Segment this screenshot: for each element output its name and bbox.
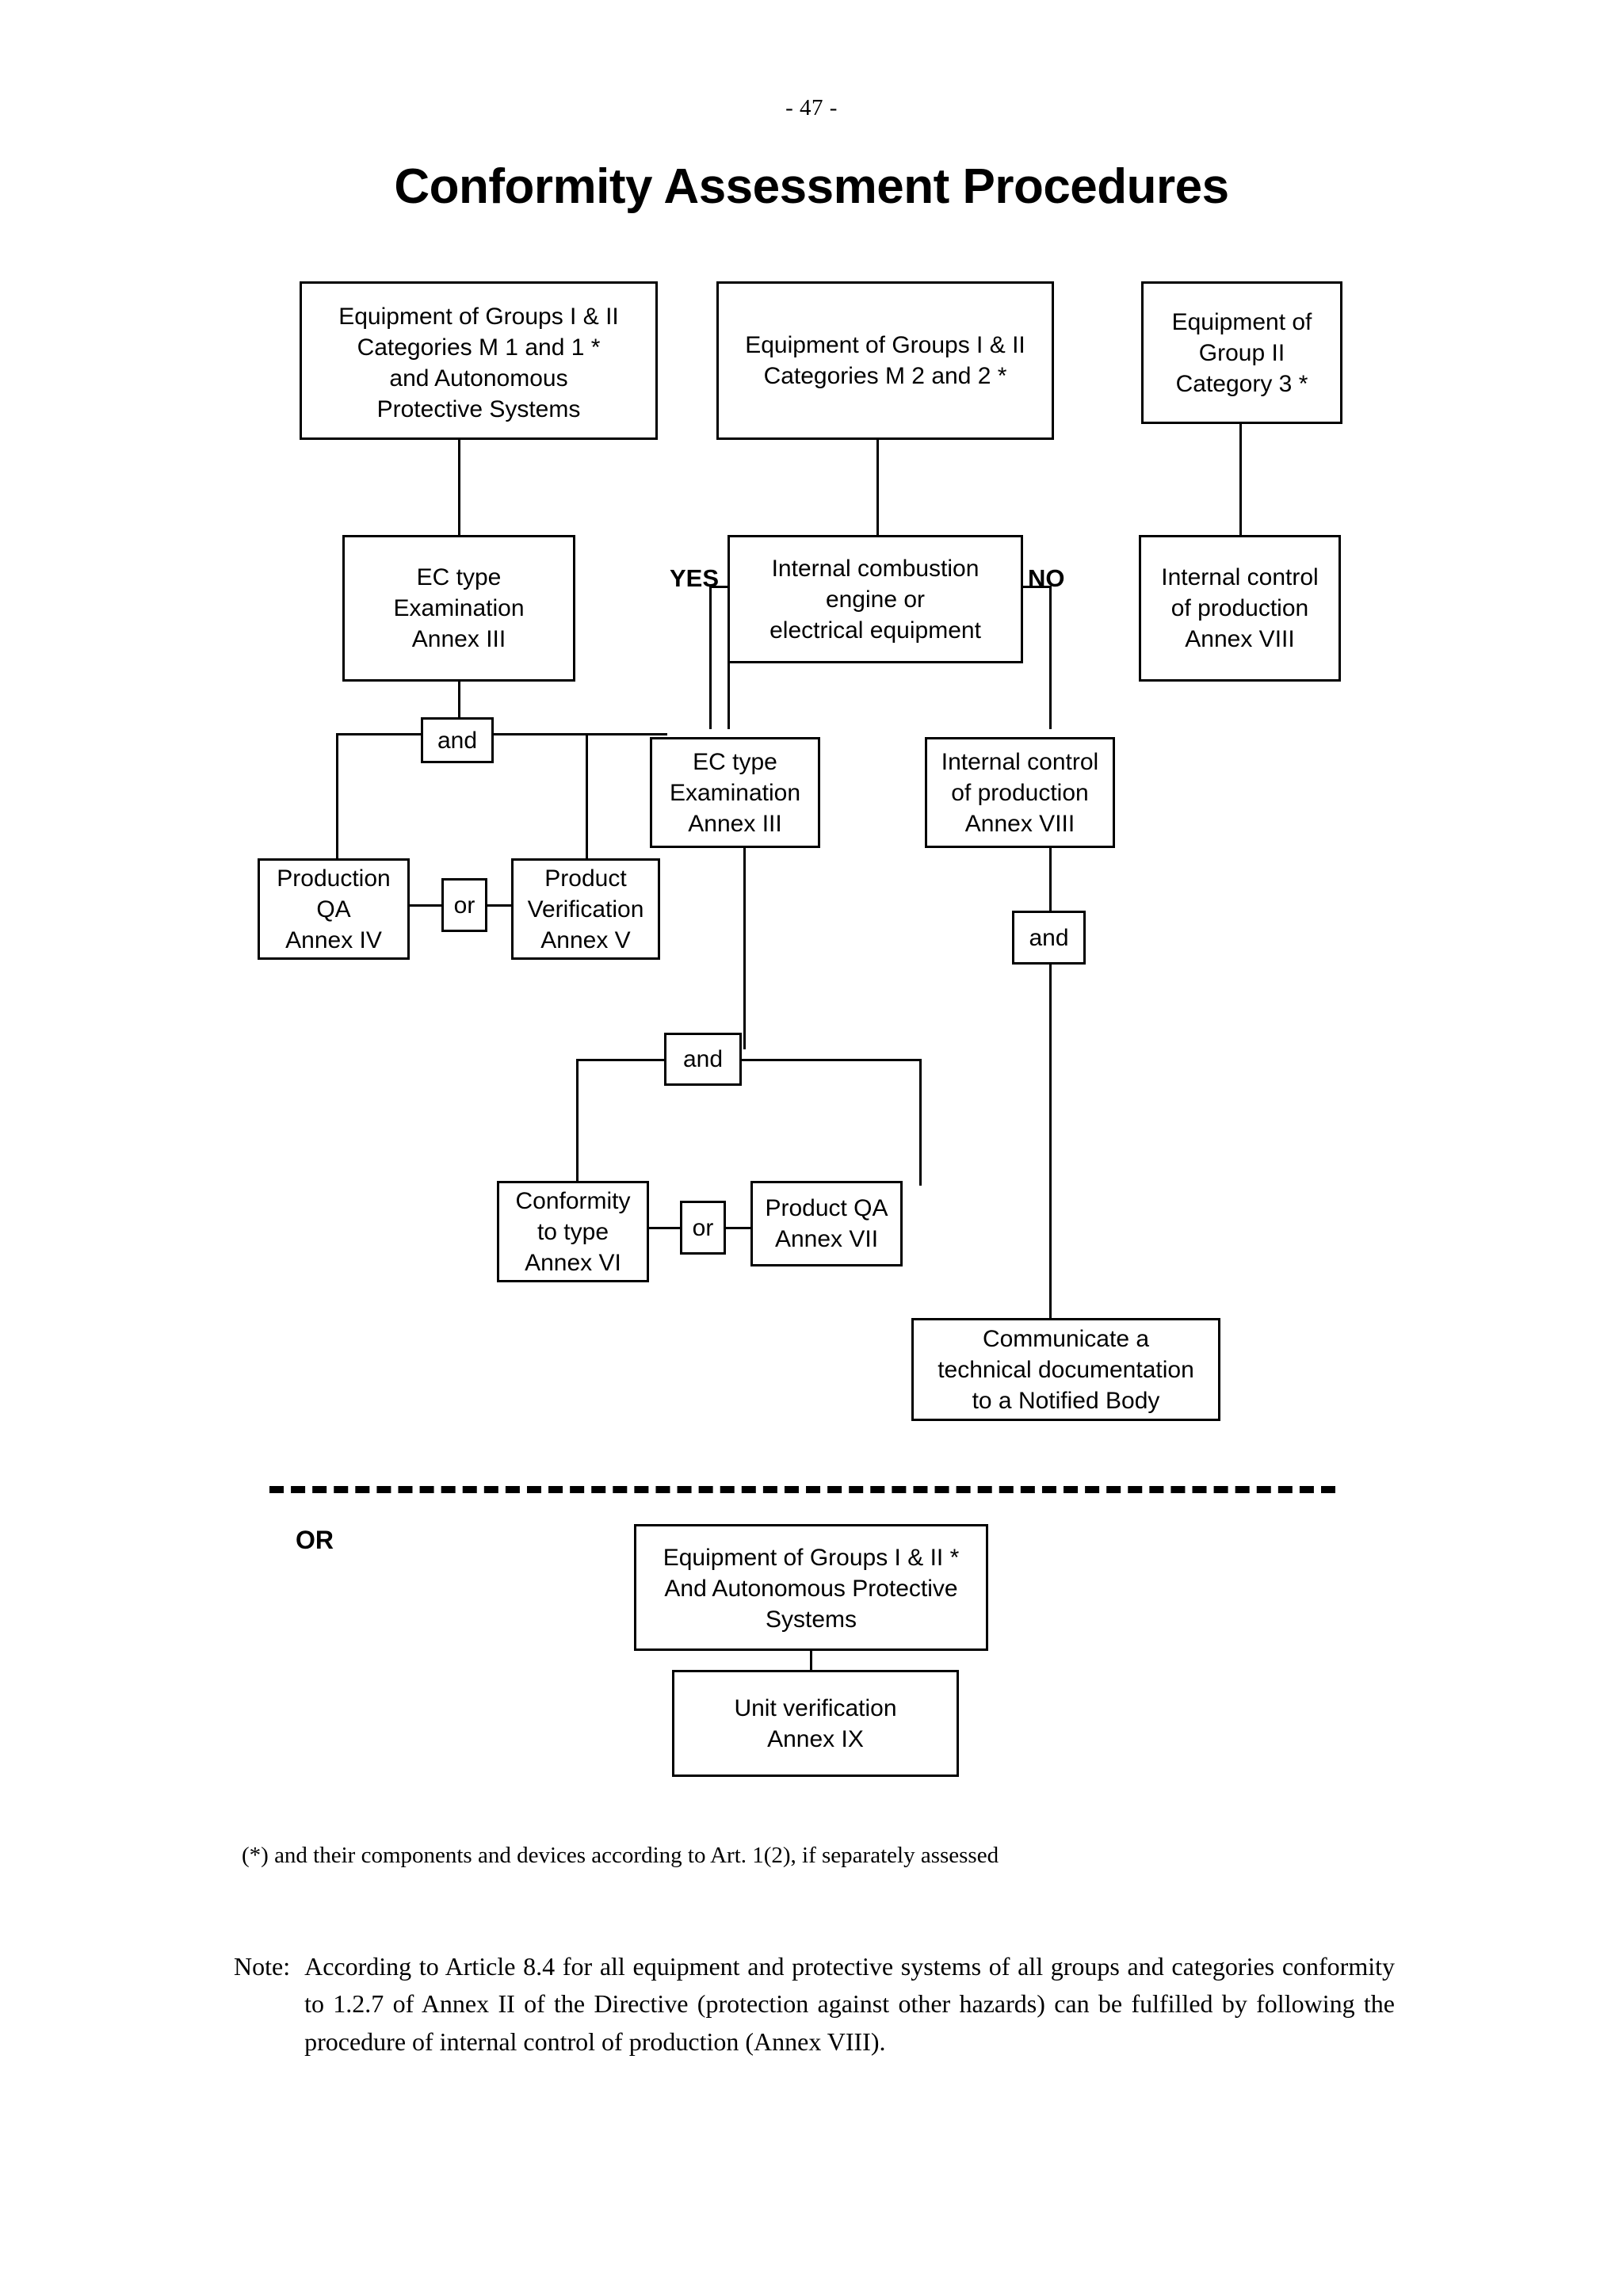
connector-or-mid-to-productqa bbox=[726, 1227, 751, 1229]
connector-ectype-mid-to-and-mid bbox=[743, 846, 746, 1049]
connector-and-mid-spread bbox=[576, 1059, 922, 1061]
node-and-mid[interactable]: and bbox=[664, 1033, 742, 1086]
node-equipment-groups-m1[interactable]: Equipment of Groups I & II Categories M … bbox=[300, 281, 658, 440]
note-block: Note: According to Article 8.4 for all e… bbox=[234, 1948, 1395, 2061]
node-ec-type-examination-mid[interactable]: EC type Examination Annex III bbox=[650, 737, 820, 848]
connector-and-left-down-productverification bbox=[586, 733, 588, 860]
or-section-label: OR bbox=[296, 1526, 334, 1554]
branch-label-yes: YES bbox=[670, 564, 720, 592]
node-ec-type-examination-left[interactable]: EC type Examination Annex III bbox=[342, 535, 575, 682]
node-product-qa[interactable]: Product QA Annex VII bbox=[750, 1181, 903, 1266]
node-equipment-group2-cat3[interactable]: Equipment of Group II Category 3 * bbox=[1141, 281, 1342, 424]
node-unit-verification[interactable]: Unit verification Annex IX bbox=[672, 1670, 959, 1777]
connector-combustion-no bbox=[1023, 586, 1052, 588]
node-communicate-technical-documentation[interactable]: Communicate a technical documentation to… bbox=[911, 1318, 1220, 1421]
footnote-asterisk: (*) and their components and devices acc… bbox=[242, 1843, 999, 1868]
connector-and-left-down-productionqa bbox=[336, 733, 338, 860]
connector-no-down bbox=[1049, 586, 1052, 729]
node-and-right[interactable]: and bbox=[1012, 911, 1086, 965]
connector-group1-to-ectype bbox=[458, 438, 460, 535]
page-title: Conformity Assessment Procedures bbox=[394, 159, 1229, 214]
connector-or-left-to-productverification bbox=[487, 904, 512, 907]
node-production-qa[interactable]: Production QA Annex IV bbox=[258, 858, 410, 960]
connector-productionqa-to-or-left bbox=[409, 904, 442, 907]
connector-yes-down bbox=[709, 586, 712, 729]
node-equipment-or-branch[interactable]: Equipment of Groups I & II * And Autonom… bbox=[634, 1524, 988, 1651]
page-number: - 47 - bbox=[785, 95, 838, 120]
connector-internalcontrol-to-and-right bbox=[1049, 846, 1052, 912]
node-internal-combustion-engine[interactable]: Internal combustion engine or electrical… bbox=[727, 535, 1023, 663]
connector-equipment-to-unitverification bbox=[810, 1651, 812, 1670]
connector-ectype-to-and-left bbox=[458, 678, 460, 719]
note-body: According to Article 8.4 for all equipme… bbox=[304, 1952, 1395, 2056]
connector-group2-to-combustion bbox=[876, 438, 879, 535]
section-divider-dashed bbox=[269, 1486, 1335, 1493]
branch-label-no: NO bbox=[1028, 564, 1065, 592]
node-or-mid[interactable]: or bbox=[680, 1201, 726, 1255]
node-conformity-to-type[interactable]: Conformity to type Annex VI bbox=[497, 1181, 649, 1282]
connector-combustion-yes bbox=[709, 586, 727, 588]
node-equipment-groups-m2[interactable]: Equipment of Groups I & II Categories M … bbox=[716, 281, 1054, 440]
connector-group3-to-internalcontrol bbox=[1239, 422, 1242, 535]
node-internal-control-production-mid[interactable]: Internal control of production Annex VII… bbox=[925, 737, 1115, 848]
node-internal-control-production-right[interactable]: Internal control of production Annex VII… bbox=[1139, 535, 1341, 682]
node-or-left[interactable]: or bbox=[441, 878, 487, 932]
connector-and-mid-down-conformity bbox=[576, 1059, 579, 1186]
connector-and-right-to-communicate bbox=[1049, 965, 1052, 1318]
connector-and-mid-down-productqa bbox=[919, 1059, 922, 1186]
node-product-verification[interactable]: Product Verification Annex V bbox=[511, 858, 660, 960]
connector-and-left-spread bbox=[336, 733, 667, 735]
node-and-left[interactable]: and bbox=[421, 717, 494, 763]
note-label: Note: bbox=[234, 1952, 291, 1981]
connector-conformity-to-or-mid bbox=[648, 1227, 680, 1229]
